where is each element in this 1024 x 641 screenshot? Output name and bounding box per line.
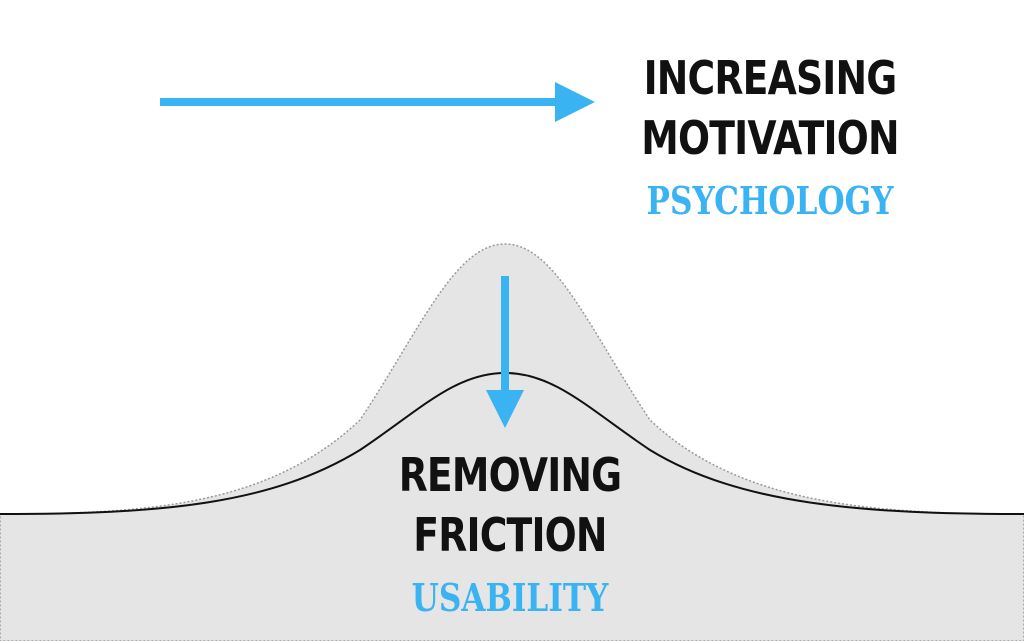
motivation-line-2: MOTIVATION <box>641 111 899 165</box>
friction-label-group: REMOVING FRICTION Usability <box>371 445 650 621</box>
motivation-label-group: INCREASING MOTIVATION Psychology <box>631 48 910 224</box>
vertical-arrow-head-icon <box>486 390 524 428</box>
friction-line-1: REMOVING <box>398 448 622 502</box>
motivation-subtitle: Psychology <box>646 178 894 223</box>
friction-line-2: FRICTION <box>413 508 607 562</box>
horizontal-arrow <box>160 82 595 122</box>
vertical-arrow <box>486 276 524 428</box>
friction-subtitle: Usability <box>411 575 609 620</box>
motivation-line-1: INCREASING <box>643 51 898 105</box>
horizontal-arrow-head-icon <box>555 82 595 122</box>
outer-bell-curve <box>0 243 1024 641</box>
